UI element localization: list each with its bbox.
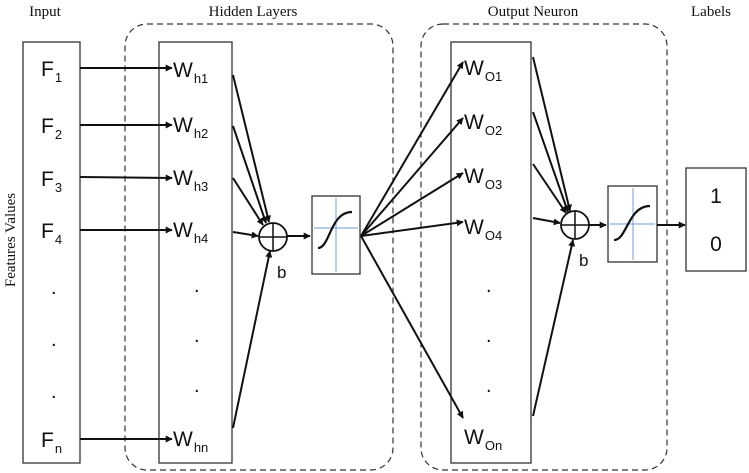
output-summation-node [560, 210, 590, 240]
output-weights-column [450, 41, 532, 464]
output-neuron-header: Output Neuron [488, 4, 579, 20]
feature-4: F4 [41, 220, 62, 247]
feature-ellipsis-3: . [51, 381, 57, 403]
output-weight-3: WO3 [464, 165, 502, 192]
arrow-wo3-sum [532, 163, 567, 214]
output-weight-n: WOn [464, 426, 502, 453]
output-activation-sigmoid-icon [607, 185, 658, 263]
output-neuron-group [420, 23, 668, 471]
arrow-wh4-sum [232, 231, 259, 239]
input-column [22, 41, 81, 464]
output-bias-label: b [579, 251, 588, 270]
output-weight-4: WO4 [464, 216, 502, 243]
hidden-layers-group [124, 23, 394, 471]
hidden-weight-2: Wh2 [173, 114, 208, 141]
hidden-ellipsis-2: . [194, 325, 200, 347]
feature-ellipsis-2: . [51, 329, 57, 351]
arrow-f3-wh3 [79, 174, 173, 182]
hidden-weight-4: Wh4 [173, 219, 208, 246]
arrow-act-wo4 [360, 219, 464, 237]
output-weight-1: WO1 [464, 57, 502, 84]
output-ellipsis-1: . [486, 275, 492, 297]
label-1: 1 [710, 185, 722, 208]
features-values-label: Features Values [3, 193, 19, 287]
hidden-weight-1: Wh1 [173, 59, 208, 86]
arrow-wh1-sum [232, 74, 271, 223]
arrow-act-won [360, 235, 464, 419]
input-header: Input [29, 4, 61, 20]
hidden-ellipsis-3: . [194, 375, 200, 397]
arrow-wo4-sum [532, 217, 561, 226]
arrow-won-sum [532, 239, 576, 417]
arrow-whn-sum [232, 250, 273, 429]
output-ellipsis-3: . [486, 375, 492, 397]
arrow-act-wo2 [360, 117, 464, 237]
hidden-weight-n: Whn [173, 428, 208, 455]
feature-1: F1 [41, 58, 62, 85]
feature-3: F3 [41, 168, 62, 195]
hidden-activation-sigmoid-icon [311, 195, 361, 275]
arrow-wh3-sum [232, 177, 264, 226]
hidden-weights-column [158, 41, 233, 464]
labels-header: Labels [691, 4, 731, 20]
hidden-layers-header: Hidden Layers [209, 4, 298, 20]
hidden-summation-node [258, 222, 288, 252]
feature-ellipsis-1: . [51, 277, 57, 299]
arrow-wo1-sum [532, 56, 572, 212]
labels-box [685, 167, 747, 272]
hidden-bias-label: b [277, 263, 286, 282]
hidden-ellipsis-1: . [194, 275, 200, 297]
arrow-wo2-sum [532, 111, 570, 213]
label-0: 0 [710, 233, 722, 256]
hidden-weight-3: Wh3 [173, 167, 208, 194]
output-weight-2: WO2 [464, 111, 502, 138]
arrow-act-wo1 [360, 61, 464, 237]
output-ellipsis-2: . [486, 325, 492, 347]
arrow-wh2-sum [232, 125, 268, 224]
feature-2: F2 [41, 115, 62, 142]
feature-n: Fn [41, 429, 62, 456]
arrow-act-wo3 [360, 172, 464, 237]
